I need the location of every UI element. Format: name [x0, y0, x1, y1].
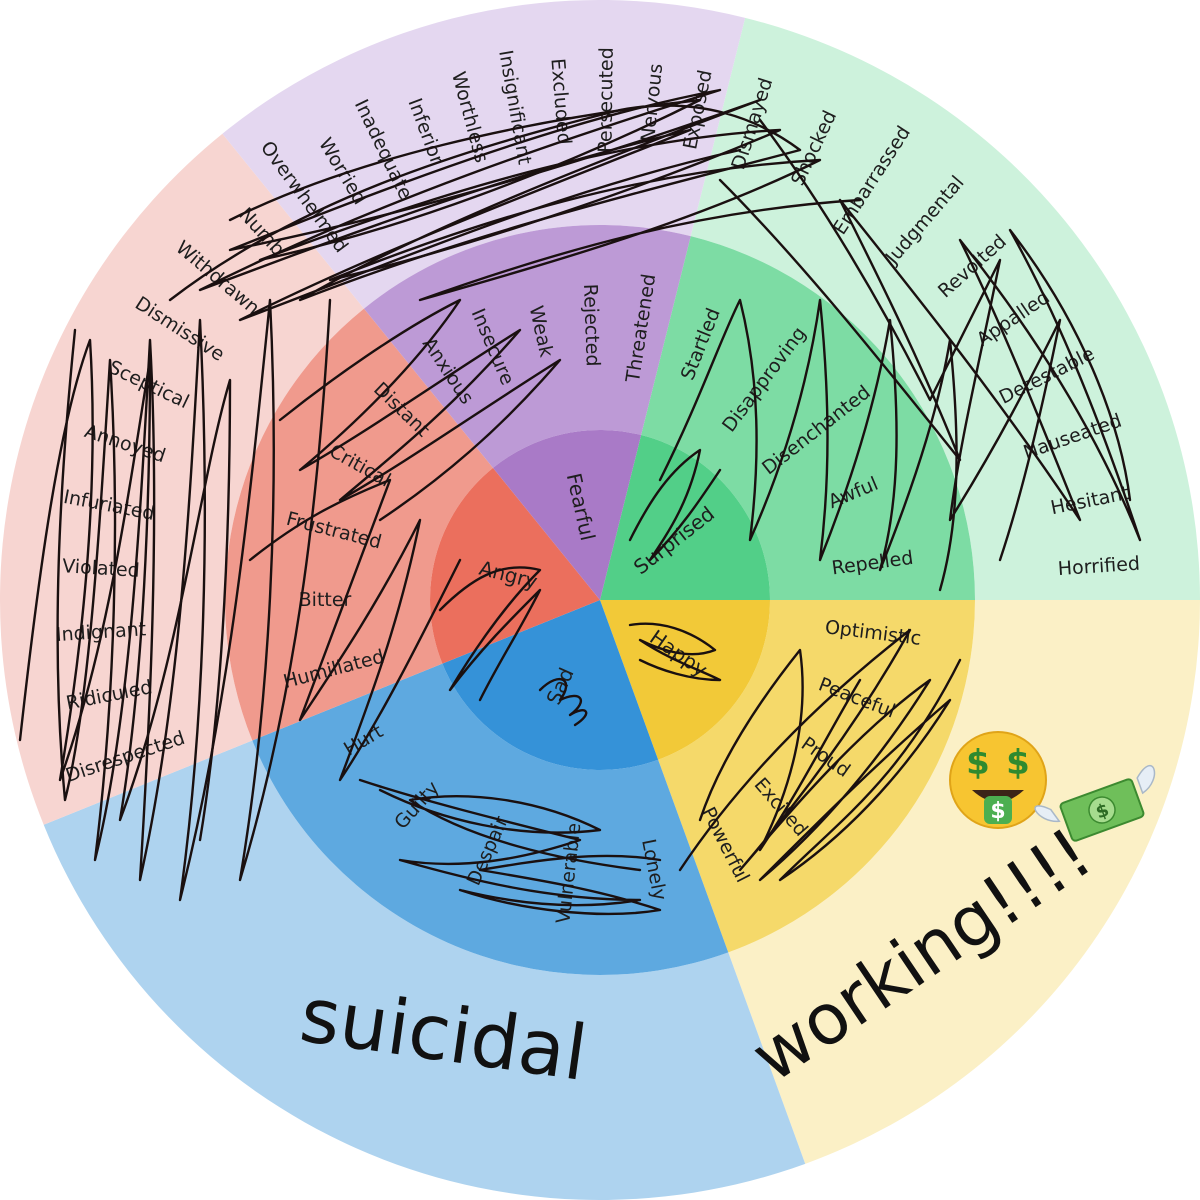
scribble-right-outer-2	[758, 118, 1062, 562]
fearful-ring-0	[493, 430, 642, 600]
fearful-middle-label: Rejected	[579, 283, 604, 366]
scribble-top-2	[228, 98, 862, 302]
angry-outer-label: Violated	[62, 555, 141, 582]
scribble-sad-2	[378, 788, 642, 872]
scribble-left	[56, 298, 332, 902]
scribble-happy	[678, 628, 962, 882]
angry-ring-0	[430, 467, 600, 664]
scribble-mid-left	[278, 298, 562, 522]
sad-ring-0	[442, 600, 659, 770]
surprised-ring-0	[600, 435, 770, 600]
angry-middle-label: Bitter	[299, 589, 352, 611]
svg-text:$: $	[966, 743, 990, 783]
happy-ring-1	[658, 600, 975, 953]
scribble-right-outer	[718, 178, 1142, 542]
handwritten-scribbles	[18, 88, 1142, 916]
sad-ring-2	[43, 740, 806, 1200]
scribble-mid-low	[248, 478, 462, 782]
scribble-happy-core	[628, 622, 722, 682]
svg-text:$: $	[990, 799, 1005, 824]
surprised-ring-2	[690, 17, 1200, 600]
sad-ring-1	[252, 663, 729, 975]
scribble-right	[658, 298, 958, 592]
scribble-top	[168, 88, 802, 322]
fearful-outer-label: Persecuted	[594, 47, 617, 153]
scribble-sad-core	[538, 678, 588, 727]
scribble-happy-2	[698, 648, 862, 852]
angry-ring-1	[225, 308, 494, 741]
happy-ring-2	[728, 600, 1200, 1164]
money-mouth-face-icon: $ $ $	[949, 731, 1047, 829]
scribble-left-2	[18, 338, 232, 842]
scribble-angry-core	[438, 566, 542, 702]
money-with-wings-icon: $	[1034, 764, 1156, 842]
scribble-sad	[358, 778, 662, 916]
scribble-surprised-core	[628, 448, 722, 562]
svg-text:$: $	[1006, 743, 1030, 783]
surprised-outer-label: Horrified	[1057, 553, 1140, 580]
